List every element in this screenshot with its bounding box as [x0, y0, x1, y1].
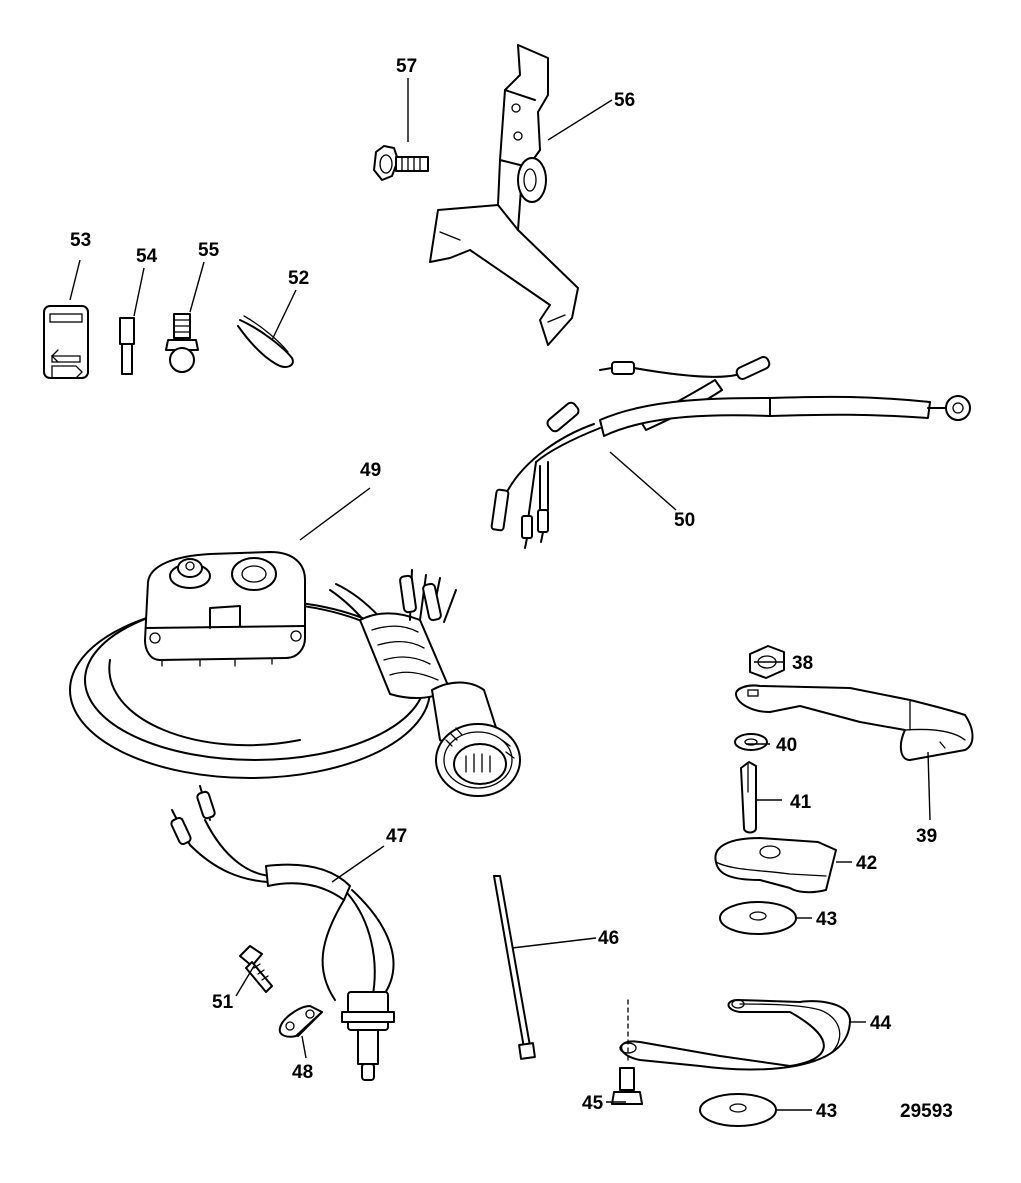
part-49-screw — [239, 945, 273, 993]
callout-55: 54 — [136, 246, 158, 267]
callout-45: 45 — [582, 1093, 604, 1114]
part-42-cam — [714, 837, 837, 894]
part-39-lever — [735, 684, 974, 761]
part-47-switch-harness — [170, 785, 395, 1081]
part-52-bracket — [429, 44, 579, 346]
part-44-plate — [619, 999, 851, 1071]
callout-47: 47 — [386, 826, 407, 847]
callout-44: 44 — [870, 1013, 892, 1034]
leader-lines — [69, 78, 931, 1111]
part-51-harness — [490, 356, 971, 549]
callout-42: 42 — [856, 853, 877, 874]
callout-48: 48 — [292, 1062, 313, 1083]
part-50-switch-harness — [69, 551, 521, 797]
part-46-cable-tie — [493, 875, 536, 1060]
part-43-washer-lower — [699, 1093, 777, 1127]
callout-54: 53 — [70, 230, 91, 251]
callout-57: 52 — [288, 268, 309, 289]
part-48-plate — [278, 1005, 323, 1038]
part-55-sleeve — [119, 317, 135, 375]
callout-53: 57 — [396, 56, 417, 77]
part-53-bolt — [373, 145, 429, 181]
callout-52: 56 — [614, 90, 635, 111]
callout-43-upper: 43 — [816, 909, 837, 930]
part-45-bolt — [611, 999, 643, 1105]
part-56-ball-stud — [165, 313, 199, 373]
part-57-cotter-pin — [237, 315, 294, 368]
part-43-washer-upper — [719, 901, 797, 935]
callout-38: 38 — [792, 653, 813, 674]
part-40-washer — [734, 733, 768, 751]
callout-40: 40 — [776, 735, 797, 756]
callout-43-lower: 43 — [816, 1101, 837, 1122]
callout-labels: 57 56 53 54 55 52 49 50 38 40 41 39 42 4… — [70, 56, 953, 1122]
part-54-decal — [43, 305, 89, 379]
callout-39: 39 — [916, 826, 937, 847]
callout-56: 55 — [198, 240, 220, 261]
callout-46: 46 — [598, 928, 619, 949]
callout-49: 51 — [212, 992, 234, 1013]
part-41-pin — [740, 761, 757, 834]
callout-50: 49 — [360, 460, 381, 481]
diagram-number: 29593 — [900, 1101, 953, 1122]
callout-51: 50 — [674, 510, 695, 531]
callout-41: 41 — [790, 792, 812, 813]
